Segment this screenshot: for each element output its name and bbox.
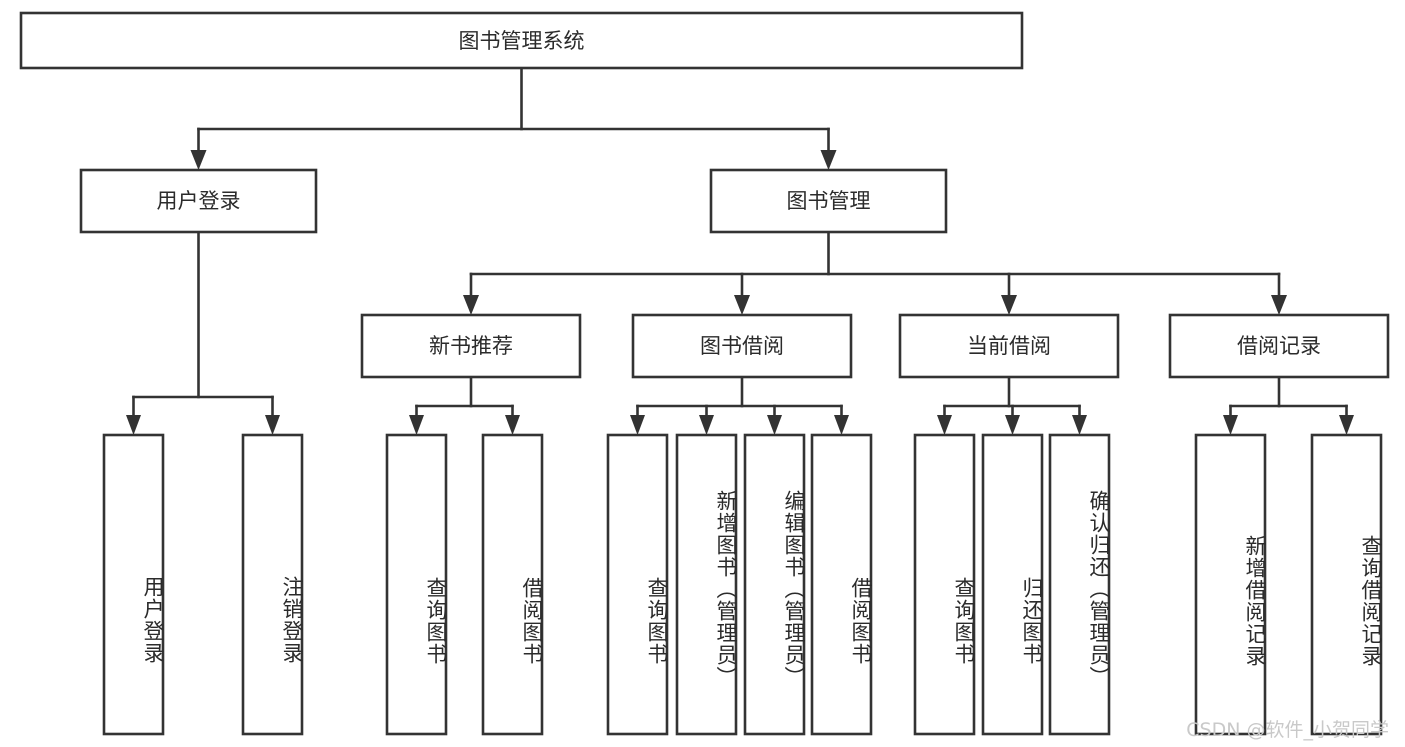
label-book-borrow: 图书借阅 [700,334,784,358]
node-leaf-query-record[interactable] [1310,433,1383,736]
label-root: 图书管理系统 [459,29,585,53]
arrow-head-leaf-borrow-book-1 [505,415,520,435]
node-new-book-recommend[interactable] [360,313,582,379]
arrow-head-leaf-confirm-return [1072,415,1087,435]
node-layer [19,11,1390,736]
node-leaf-add-record[interactable] [1194,433,1267,736]
arrow-head-leaf-add-record [1223,415,1238,435]
label-user-login: 用户登录 [157,189,241,213]
arrow-head-book-borrow [734,295,750,315]
arrow-head-leaf-add-book [699,415,714,435]
arrow-head-current-borrow [1001,295,1017,315]
arrow-head-book-management [820,150,837,170]
node-current-borrow[interactable] [898,313,1120,379]
node-leaf-confirm-return[interactable] [1048,433,1111,736]
arrow-head-leaf-borrow-book-2 [834,415,849,435]
node-book-borrow[interactable] [631,313,853,379]
node-borrow-record[interactable] [1168,313,1390,379]
node-leaf-add-book[interactable] [675,433,738,736]
node-leaf-query-book-1[interactable] [385,433,448,736]
arrow-head-leaf-logout [265,415,280,435]
label-borrow-record: 借阅记录 [1237,334,1321,358]
watermark: CSDN @软件_小贺同学 [1186,719,1389,741]
arrow-head-leaf-query-record [1339,415,1354,435]
node-leaf-edit-book[interactable] [743,433,806,736]
arrow-head-leaf-return-book [1005,415,1020,435]
node-leaf-logout[interactable] [241,433,304,736]
label-new-book-recommend: 新书推荐 [429,334,513,358]
node-user-login[interactable] [79,168,318,234]
node-leaf-return-book[interactable] [981,433,1044,736]
arrow-head-new-book-recommend [463,295,479,315]
node-root[interactable] [19,11,1024,70]
node-leaf-borrow-book-2[interactable] [810,433,873,736]
node-book-management[interactable] [709,168,948,234]
label-current-borrow: 当前借阅 [967,334,1051,358]
arrow-head-user-login [190,150,207,170]
connector-layer [126,66,1354,435]
node-leaf-query-book-3[interactable] [913,433,976,736]
node-leaf-query-book-2[interactable] [606,433,669,736]
label-layer: 图书管理系统 用户登录 图书管理 新书推荐 图书借阅 当前借阅 借阅记录 [157,29,1322,358]
node-leaf-user-login[interactable] [102,433,165,736]
arrow-head-leaf-query-book-3 [937,415,952,435]
arrow-head-leaf-query-book-1 [409,415,424,435]
node-leaf-borrow-book-1[interactable] [481,433,544,736]
arrow-head-leaf-query-book-2 [630,415,645,435]
label-book-management: 图书管理 [787,189,871,213]
arrow-head-leaf-edit-book [767,415,782,435]
arrow-head-leaf-user-login [126,415,141,435]
arrow-head-borrow-record [1271,295,1287,315]
